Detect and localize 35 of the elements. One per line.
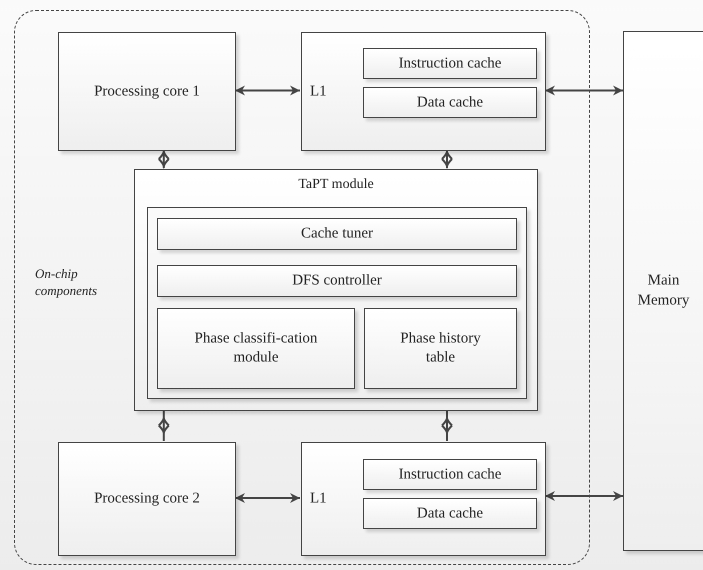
component-label: Data cache bbox=[416, 504, 484, 523]
component-label: Instruction cache bbox=[398, 54, 502, 73]
panel-box bbox=[147, 207, 527, 399]
component-box bbox=[363, 498, 537, 529]
arrow bbox=[545, 86, 623, 96]
component-box bbox=[623, 31, 703, 551]
component-box bbox=[363, 459, 537, 490]
component-label: L1 bbox=[310, 489, 327, 508]
component-label: Cache tuner bbox=[300, 224, 374, 244]
component-label: Processing core 2 bbox=[93, 489, 201, 508]
component-box bbox=[134, 169, 538, 411]
chip-boundary bbox=[14, 10, 590, 565]
component-box bbox=[157, 265, 517, 297]
component-box bbox=[301, 442, 546, 556]
component-label: DFS controller bbox=[291, 271, 383, 290]
component-box bbox=[363, 48, 537, 79]
component-box bbox=[58, 442, 236, 556]
component-label: TaPT module bbox=[297, 176, 375, 194]
arrow bbox=[235, 493, 300, 503]
component-box bbox=[157, 308, 355, 389]
component-label: Data cache bbox=[416, 92, 484, 112]
component-box bbox=[364, 308, 517, 389]
component-label: L1 bbox=[310, 82, 327, 101]
component-label: Phase classifi-cation module bbox=[194, 329, 318, 368]
arrow bbox=[545, 491, 623, 501]
component-box bbox=[301, 32, 546, 151]
component-box bbox=[363, 87, 537, 118]
arrow bbox=[235, 86, 300, 96]
component-label: Instruction cache bbox=[398, 464, 502, 484]
component-box bbox=[157, 218, 517, 250]
component-box bbox=[58, 32, 236, 151]
component-label: Processing core 1 bbox=[93, 82, 201, 101]
component-label: Phase history table bbox=[399, 329, 482, 368]
component-label: Main Memory bbox=[636, 272, 690, 310]
region-label: On-chip components bbox=[35, 266, 98, 300]
